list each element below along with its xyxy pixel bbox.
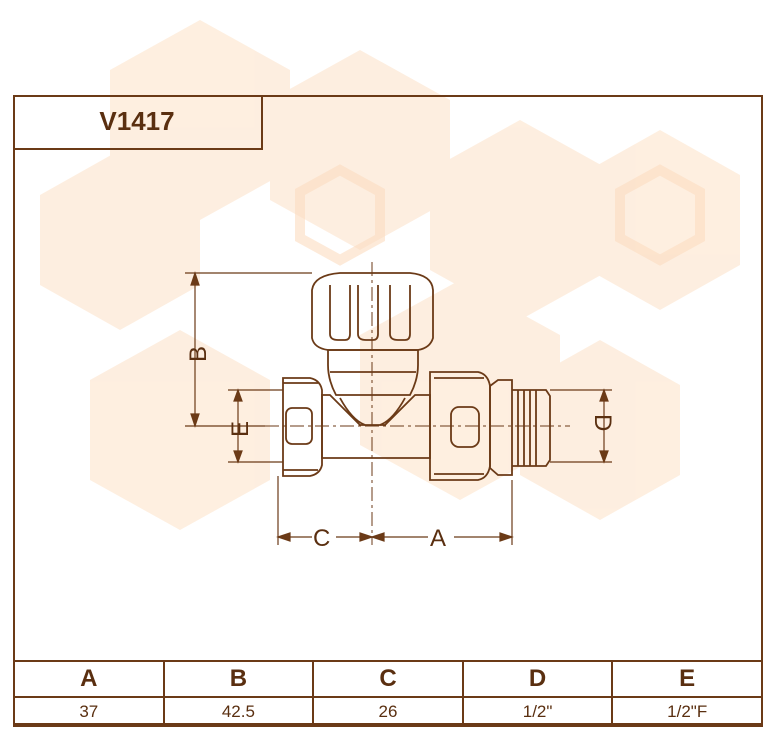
dimensions-header-row: A B C D E — [13, 660, 763, 698]
dim-label-b: B — [185, 346, 212, 362]
valve-bonnet — [327, 349, 419, 396]
header-c: C — [312, 660, 464, 698]
left-nut — [282, 377, 323, 477]
value-c: 26 — [312, 696, 464, 727]
dim-label-d: D — [589, 414, 616, 431]
header-e: E — [611, 660, 763, 698]
model-title-box: V1417 — [13, 95, 263, 150]
dimensions-table: A B C D E 37 42.5 26 1/2" 1/2"F — [13, 660, 763, 727]
header-a: A — [13, 660, 165, 698]
header-b: B — [162, 660, 315, 698]
dim-label-c: C — [313, 525, 330, 552]
header-d: D — [461, 660, 614, 698]
model-code: V1417 — [99, 106, 175, 136]
value-a: 37 — [13, 696, 165, 727]
value-e: 1/2"F — [611, 696, 763, 727]
value-d: 1/2" — [461, 696, 614, 727]
value-b: 42.5 — [162, 696, 315, 727]
tailpiece — [489, 379, 513, 476]
dim-label-e: E — [227, 421, 254, 437]
valve-cap — [311, 272, 434, 351]
valve-body — [321, 394, 431, 459]
dimensions-value-row: 37 42.5 26 1/2" 1/2"F — [13, 696, 763, 727]
dim-label-a: A — [430, 525, 446, 552]
